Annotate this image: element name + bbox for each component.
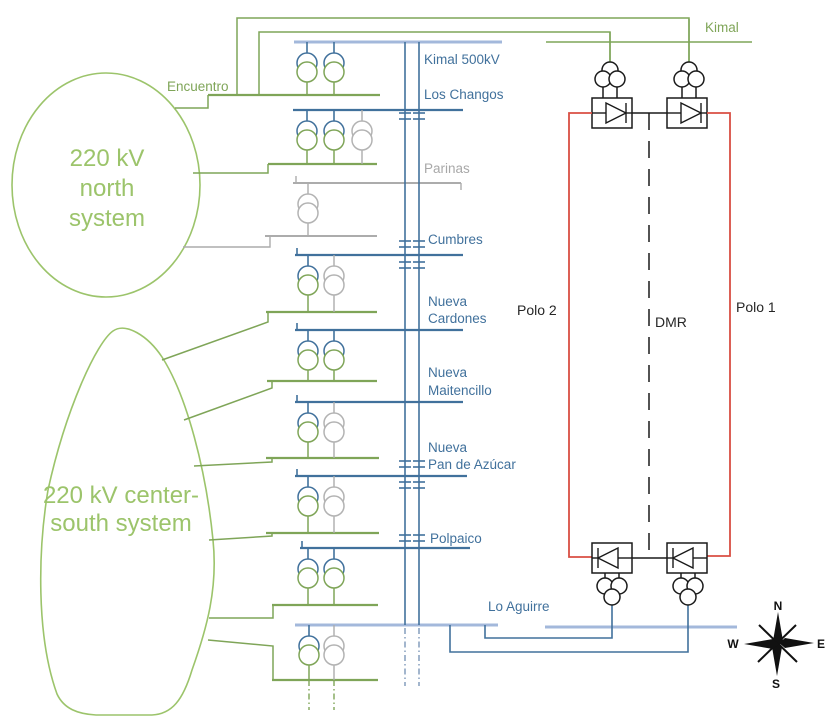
los-changos-220-connector-line	[193, 164, 269, 174]
center-south-system-label-line2: south system	[50, 510, 191, 537]
polpaico-label: Polpaico	[430, 531, 482, 546]
pole2-line	[568, 112, 592, 558]
transformer-icon	[296, 52, 318, 83]
converter-transformer-icon	[672, 577, 704, 606]
transformer-future-icon	[297, 193, 319, 224]
transformer-icon	[323, 558, 345, 589]
transformer-icon	[297, 412, 319, 443]
lo-aguirre-label: Lo Aguirre	[488, 599, 550, 614]
polo1-label: Polo 1	[736, 299, 776, 315]
transformer-icon	[298, 635, 320, 666]
parinas-label: Parinas	[424, 161, 470, 176]
compass-east-label: E	[817, 637, 825, 651]
transformer-future-icon	[323, 486, 345, 517]
dmr-label: DMR	[655, 314, 687, 330]
inverter-valve-icon	[666, 542, 708, 574]
los-changos-label: Los Changos	[424, 87, 504, 102]
maitencillo-220-connector-line	[193, 458, 273, 467]
converter-transformer-icon	[594, 61, 626, 88]
polo2-label: Polo 2	[517, 302, 557, 318]
center-south-system-region	[39, 327, 216, 716]
nueva-cardones-label-line1: Nueva	[428, 294, 468, 309]
lo-aguirre-220-connector-line	[207, 639, 274, 680]
compass-north-label: N	[774, 599, 783, 613]
north-system-region	[11, 72, 201, 298]
converter-transformer-icon	[673, 61, 705, 88]
transformer-future-icon	[323, 265, 345, 296]
transformer-icon	[297, 340, 319, 371]
transformer-icon	[297, 486, 319, 517]
rectifier-valve-icon	[666, 97, 708, 129]
transformer-icon	[297, 265, 319, 296]
rectifier-valve-icon	[591, 97, 633, 129]
transformer-icon	[297, 558, 319, 589]
nueva-pan-de-azucar-label-line2: Pan de Azúcar	[428, 457, 516, 472]
nueva-maitencillo-label-line2: Maitencillo	[428, 383, 492, 398]
polpaico-220-connector-line	[209, 605, 274, 619]
encuentro-connector-line	[175, 95, 209, 109]
converter-transformer-icon	[596, 577, 628, 606]
north-system-label-line3: system	[69, 205, 145, 232]
transformer-icon	[296, 120, 318, 151]
inverter-valve-icon	[591, 542, 633, 574]
pole1-line	[707, 112, 731, 557]
north-system-label-line2: north	[80, 175, 135, 202]
cumbres-label: Cumbres	[428, 232, 483, 247]
transformer-icon	[323, 120, 345, 151]
kimal-500-label: Kimal 500kV	[424, 52, 500, 67]
transformer-icon	[323, 52, 345, 83]
transformer-future-icon	[323, 412, 345, 443]
compass-south-label: S	[772, 677, 780, 691]
transformer-future-icon	[351, 120, 373, 151]
pan-de-azucar-220-connector-line	[208, 533, 273, 541]
north-system-label-line1: 220 kV	[70, 145, 145, 172]
kimal-label: Kimal	[705, 20, 739, 35]
lo-aguirre-ac-connection-1	[484, 603, 613, 639]
transformer-future-icon	[323, 635, 345, 666]
cardones-220-connector-line	[183, 381, 273, 421]
encuentro-label: Encuentro	[167, 79, 229, 94]
compass-west-label: W	[727, 637, 739, 651]
cumbres-220-connector-line	[161, 312, 269, 361]
parinas-220-connector-line	[183, 236, 271, 248]
nueva-cardones-label-line2: Cardones	[428, 311, 487, 326]
center-south-system-label-line1: 220 kV center-	[43, 482, 199, 509]
transformer-icon	[323, 340, 345, 371]
nueva-maitencillo-label-line1: Nueva	[428, 365, 468, 380]
lo-aguirre-ac-connection-2	[449, 603, 689, 653]
nueva-pan-de-azucar-label-line1: Nueva	[428, 440, 468, 455]
compass-rose-icon	[744, 612, 814, 676]
